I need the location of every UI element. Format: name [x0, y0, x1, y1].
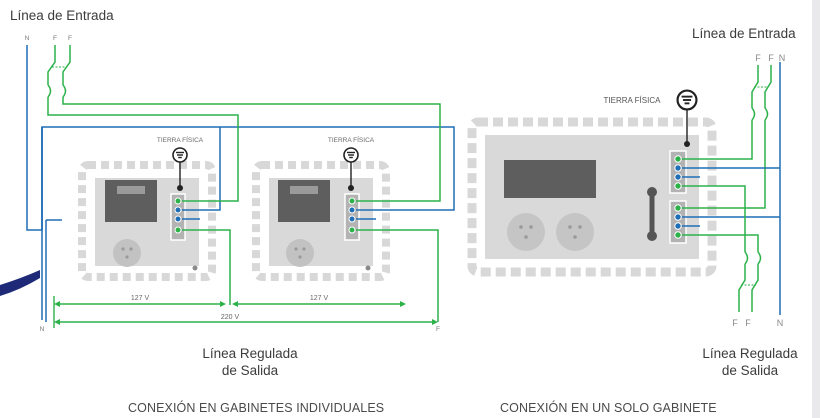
cabinet-2-tierra-label: TIERRA FÍSICA [328, 135, 375, 144]
right-output-line-1: Línea Regulada [702, 346, 798, 361]
left-output-line-1: Línea Regulada [202, 346, 298, 361]
right-caption: CONEXIÓN EN UN SOLO GABINETE [500, 401, 717, 415]
right-top-f1-label: F [755, 53, 761, 63]
right-bottom-f1-label: F [732, 318, 738, 328]
right-top-f2-label: F [768, 53, 774, 63]
total-voltage: 220 V [221, 314, 240, 321]
single-cabinet-terminal-top [669, 150, 687, 194]
cabinet-1-tierra-label: TIERRA FÍSICA [157, 135, 204, 144]
right-bottom-f2-label: F [745, 318, 751, 328]
single-cabinet-terminal-bottom [669, 200, 687, 244]
left-output-line-2: de Salida [221, 363, 279, 378]
left-bottom-n-label: N [40, 326, 45, 333]
cabinet-2 [252, 147, 390, 281]
left-top-f2-label: F [68, 35, 72, 42]
decorative-arc [0, 270, 40, 296]
single-cabinet-tierra-label: TIERRA FÍSICA [604, 96, 662, 105]
left-bottom-f-label: F [436, 326, 440, 333]
left-diagram: N F F N F TIERRA FÍSICA TIERRA FÍSICA 12… [25, 35, 455, 333]
left-wiring [26, 45, 455, 328]
right-input-title: Línea de Entrada [692, 26, 796, 41]
right-output-line-2: de Salida [721, 363, 779, 378]
cabinet-2-voltage: 127 V [310, 295, 329, 302]
left-input-title: Línea de Entrada [10, 8, 114, 23]
left-top-f1-label: F [53, 35, 57, 42]
right-wiring [682, 62, 781, 315]
side-strip [812, 0, 820, 418]
right-bottom-n-label: N [777, 318, 784, 328]
single-cabinet [467, 89, 717, 277]
cabinet-1 [78, 147, 216, 281]
right-top-n-label: N [779, 53, 786, 63]
single-cabinet-display [504, 160, 596, 198]
right-diagram: F F N F F N TIERRA FÍSICA [467, 53, 786, 328]
left-caption: CONEXIÓN EN GABINETES INDIVIDUALES [128, 401, 385, 415]
cabinet-1-voltage: 127 V [131, 295, 150, 302]
left-top-n-label: N [25, 35, 30, 42]
